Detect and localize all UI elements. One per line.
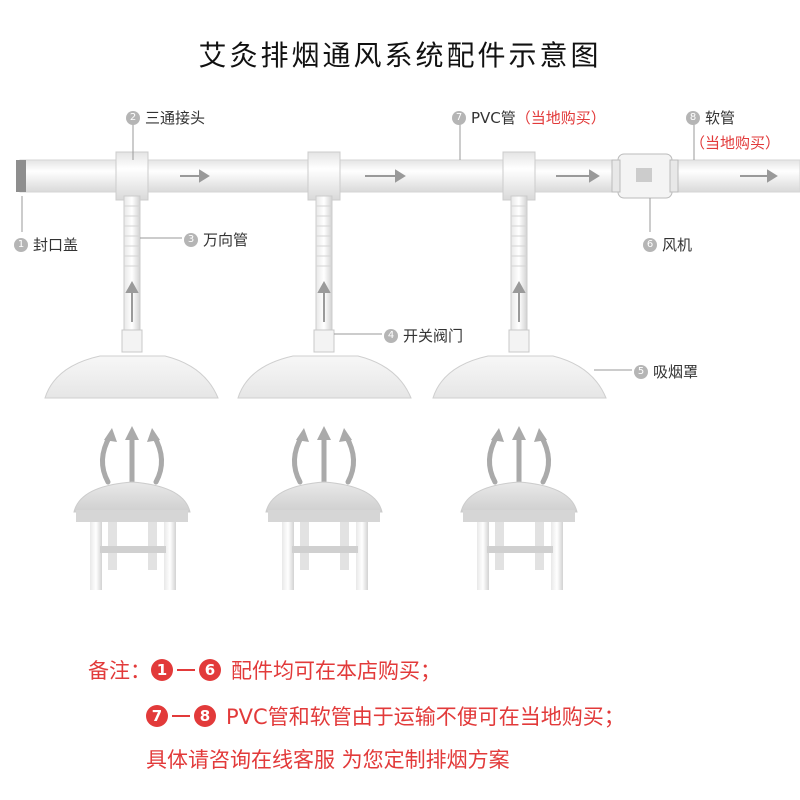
label-valve: 4 开关阀门 bbox=[384, 325, 463, 346]
note-text-3: 具体请咨询在线客服 为您定制排烟方案 bbox=[146, 748, 510, 772]
label-text: PVC管 bbox=[471, 109, 516, 127]
label-text: 风机 bbox=[662, 236, 693, 254]
up-arrows bbox=[125, 280, 526, 322]
fan-unit bbox=[611, 153, 679, 199]
label-note: （当地购买） bbox=[515, 109, 606, 127]
note-line-2: 7 8 PVC管和软管由于运输不便可在当地购买； bbox=[146, 701, 625, 731]
red-badge-6: 6 bbox=[199, 659, 221, 681]
note-text-1: 配件均可在本店购买； bbox=[231, 659, 441, 683]
stool-1 bbox=[73, 426, 191, 590]
label-text: 万向管 bbox=[203, 231, 249, 249]
label-swivel-pipe: 3 万向管 bbox=[184, 229, 248, 250]
note-text-2: PVC管和软管由于运输不便可在当地购买； bbox=[226, 705, 625, 729]
red-badge-1: 1 bbox=[151, 659, 173, 681]
stool-3 bbox=[460, 426, 578, 590]
red-badge-7: 7 bbox=[146, 705, 168, 727]
label-text: 三通接头 bbox=[145, 109, 206, 127]
red-badge-8: 8 bbox=[194, 705, 216, 727]
label-pvc-pipe: 7 PVC管 （当地购买） bbox=[452, 107, 606, 128]
label-text: 封口盖 bbox=[33, 236, 79, 254]
note-line-1: 备注： 1 6 配件均可在本店购买； bbox=[88, 655, 441, 685]
label-text: 开关阀门 bbox=[403, 327, 464, 345]
label-hose: 8 软管 bbox=[686, 107, 735, 128]
number-badge-4: 4 bbox=[384, 328, 398, 343]
label-tee-joint: 2 三通接头 bbox=[126, 107, 205, 128]
number-badge-3: 3 bbox=[184, 232, 198, 247]
end-cap bbox=[16, 160, 26, 192]
number-badge-5: 5 bbox=[634, 364, 648, 379]
branch-3 bbox=[432, 151, 607, 399]
label-text: 软管 bbox=[705, 109, 736, 127]
branch-2 bbox=[237, 151, 412, 399]
page-title: 艾灸排烟通风系统配件示意图 bbox=[198, 39, 602, 72]
stool-2 bbox=[265, 426, 383, 590]
number-badge-2: 2 bbox=[126, 110, 140, 125]
leader-lines bbox=[21, 124, 695, 371]
label-hose-note: （当地购买） bbox=[690, 134, 781, 152]
branch-1 bbox=[44, 151, 219, 399]
label-text: 吸烟罩 bbox=[653, 363, 699, 381]
number-badge-7: 7 bbox=[452, 110, 466, 125]
label-smoke-hood: 5 吸烟罩 bbox=[634, 361, 698, 382]
flow-arrows bbox=[180, 169, 778, 183]
number-badge-8: 8 bbox=[686, 110, 700, 125]
label-fan: 6 风机 bbox=[643, 234, 692, 255]
dash bbox=[172, 715, 190, 717]
number-badge-1: 1 bbox=[14, 237, 28, 252]
number-badge-6: 6 bbox=[643, 237, 657, 252]
note-prefix: 备注： bbox=[88, 659, 151, 683]
note-line-3: 具体请咨询在线客服 为您定制排烟方案 bbox=[146, 744, 510, 774]
label-end-cap: 1 封口盖 bbox=[14, 234, 78, 255]
dash bbox=[177, 669, 195, 671]
